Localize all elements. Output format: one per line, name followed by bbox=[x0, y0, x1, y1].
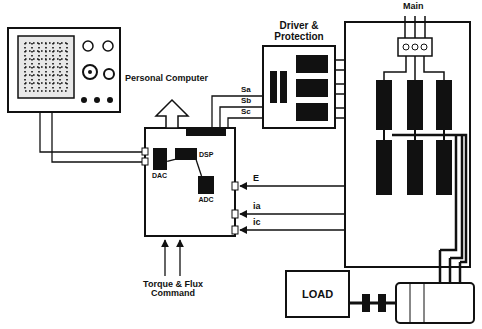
driver-box: Driver & Protection bbox=[262, 20, 336, 129]
scope-knob bbox=[83, 65, 97, 79]
gate-drive-wire bbox=[336, 60, 345, 118]
scope-knob bbox=[103, 41, 113, 51]
current-feedback bbox=[240, 229, 345, 230]
box-heading: Driver & Protection bbox=[262, 20, 336, 42]
motor bbox=[396, 283, 474, 323]
switch-leg bbox=[436, 140, 452, 195]
controller-board bbox=[145, 128, 235, 236]
pc-arrow bbox=[156, 100, 188, 128]
isolation-transformer bbox=[268, 67, 290, 107]
scope-jack bbox=[81, 97, 87, 103]
driver-module bbox=[296, 79, 328, 97]
board-connector bbox=[232, 210, 238, 218]
gate-signal-wire bbox=[212, 96, 262, 128]
scope-jack bbox=[107, 97, 113, 103]
terminal bbox=[403, 44, 409, 50]
switch-leg bbox=[407, 80, 423, 130]
computer-label: Personal Computer bbox=[124, 74, 209, 83]
inverter bbox=[345, 16, 470, 283]
chip-label: DSP bbox=[199, 151, 213, 158]
voltage-feedback bbox=[240, 185, 345, 186]
oscilloscope bbox=[8, 28, 120, 112]
driver-module bbox=[296, 55, 328, 73]
board-connector bbox=[142, 158, 148, 165]
switch-leg bbox=[407, 140, 423, 195]
mains-terminal bbox=[398, 38, 432, 56]
terminal bbox=[412, 44, 418, 50]
current-feedback bbox=[240, 213, 345, 214]
command-arrow bbox=[179, 240, 180, 276]
command-arrow bbox=[164, 240, 165, 276]
signal-connector bbox=[196, 160, 201, 176]
coupling bbox=[378, 294, 386, 312]
dac-chip: DAC bbox=[152, 148, 167, 179]
signal-name: Sb bbox=[240, 97, 252, 105]
scope-screen bbox=[18, 36, 74, 98]
board-connector bbox=[232, 182, 238, 190]
inverter-case bbox=[345, 22, 470, 267]
switch-leg bbox=[376, 80, 392, 130]
driver-housing bbox=[262, 45, 336, 129]
box-label: LOAD bbox=[302, 288, 333, 300]
scope-knob bbox=[88, 70, 92, 74]
chip-body bbox=[198, 176, 214, 194]
bus-wire bbox=[384, 56, 444, 80]
load-box: LOAD bbox=[285, 270, 350, 318]
transformer-core bbox=[280, 71, 287, 103]
chip-label: DAC bbox=[152, 172, 167, 179]
terminal bbox=[421, 44, 427, 50]
pc-port bbox=[186, 128, 226, 136]
motor-rib bbox=[410, 283, 424, 323]
shaft bbox=[350, 302, 396, 305]
switch-leg bbox=[436, 80, 452, 130]
board-connector bbox=[232, 226, 238, 234]
dsp-chip: DSP bbox=[175, 148, 213, 160]
motor-cable bbox=[440, 250, 460, 283]
scope-knob bbox=[83, 41, 93, 51]
scope-cable bbox=[40, 112, 145, 162]
driver-module bbox=[296, 103, 328, 121]
screen-grid bbox=[25, 43, 67, 91]
switch-leg bbox=[376, 140, 392, 195]
signal-name: ic bbox=[252, 218, 262, 227]
signal-name: Sc bbox=[240, 108, 252, 116]
transformer-core bbox=[270, 71, 277, 103]
adc-chip: ADC bbox=[198, 176, 214, 203]
coupling bbox=[362, 294, 370, 312]
scope-case bbox=[8, 28, 120, 112]
signal-name: Sa bbox=[240, 86, 252, 94]
phase-output bbox=[392, 135, 466, 262]
chip-label: ADC bbox=[198, 196, 213, 203]
scope-jack bbox=[94, 97, 100, 103]
signal-name: ia bbox=[252, 202, 262, 211]
chip-body bbox=[153, 148, 167, 170]
board-connector bbox=[142, 148, 148, 155]
signal-connector bbox=[167, 159, 175, 161]
signal-name: E bbox=[252, 174, 260, 183]
command-label: Torque & Flux Command bbox=[120, 280, 226, 299]
mains-wire bbox=[405, 16, 425, 40]
mains-label: Main bbox=[402, 2, 425, 11]
scope-knob bbox=[104, 69, 114, 79]
chip-body bbox=[175, 148, 197, 160]
